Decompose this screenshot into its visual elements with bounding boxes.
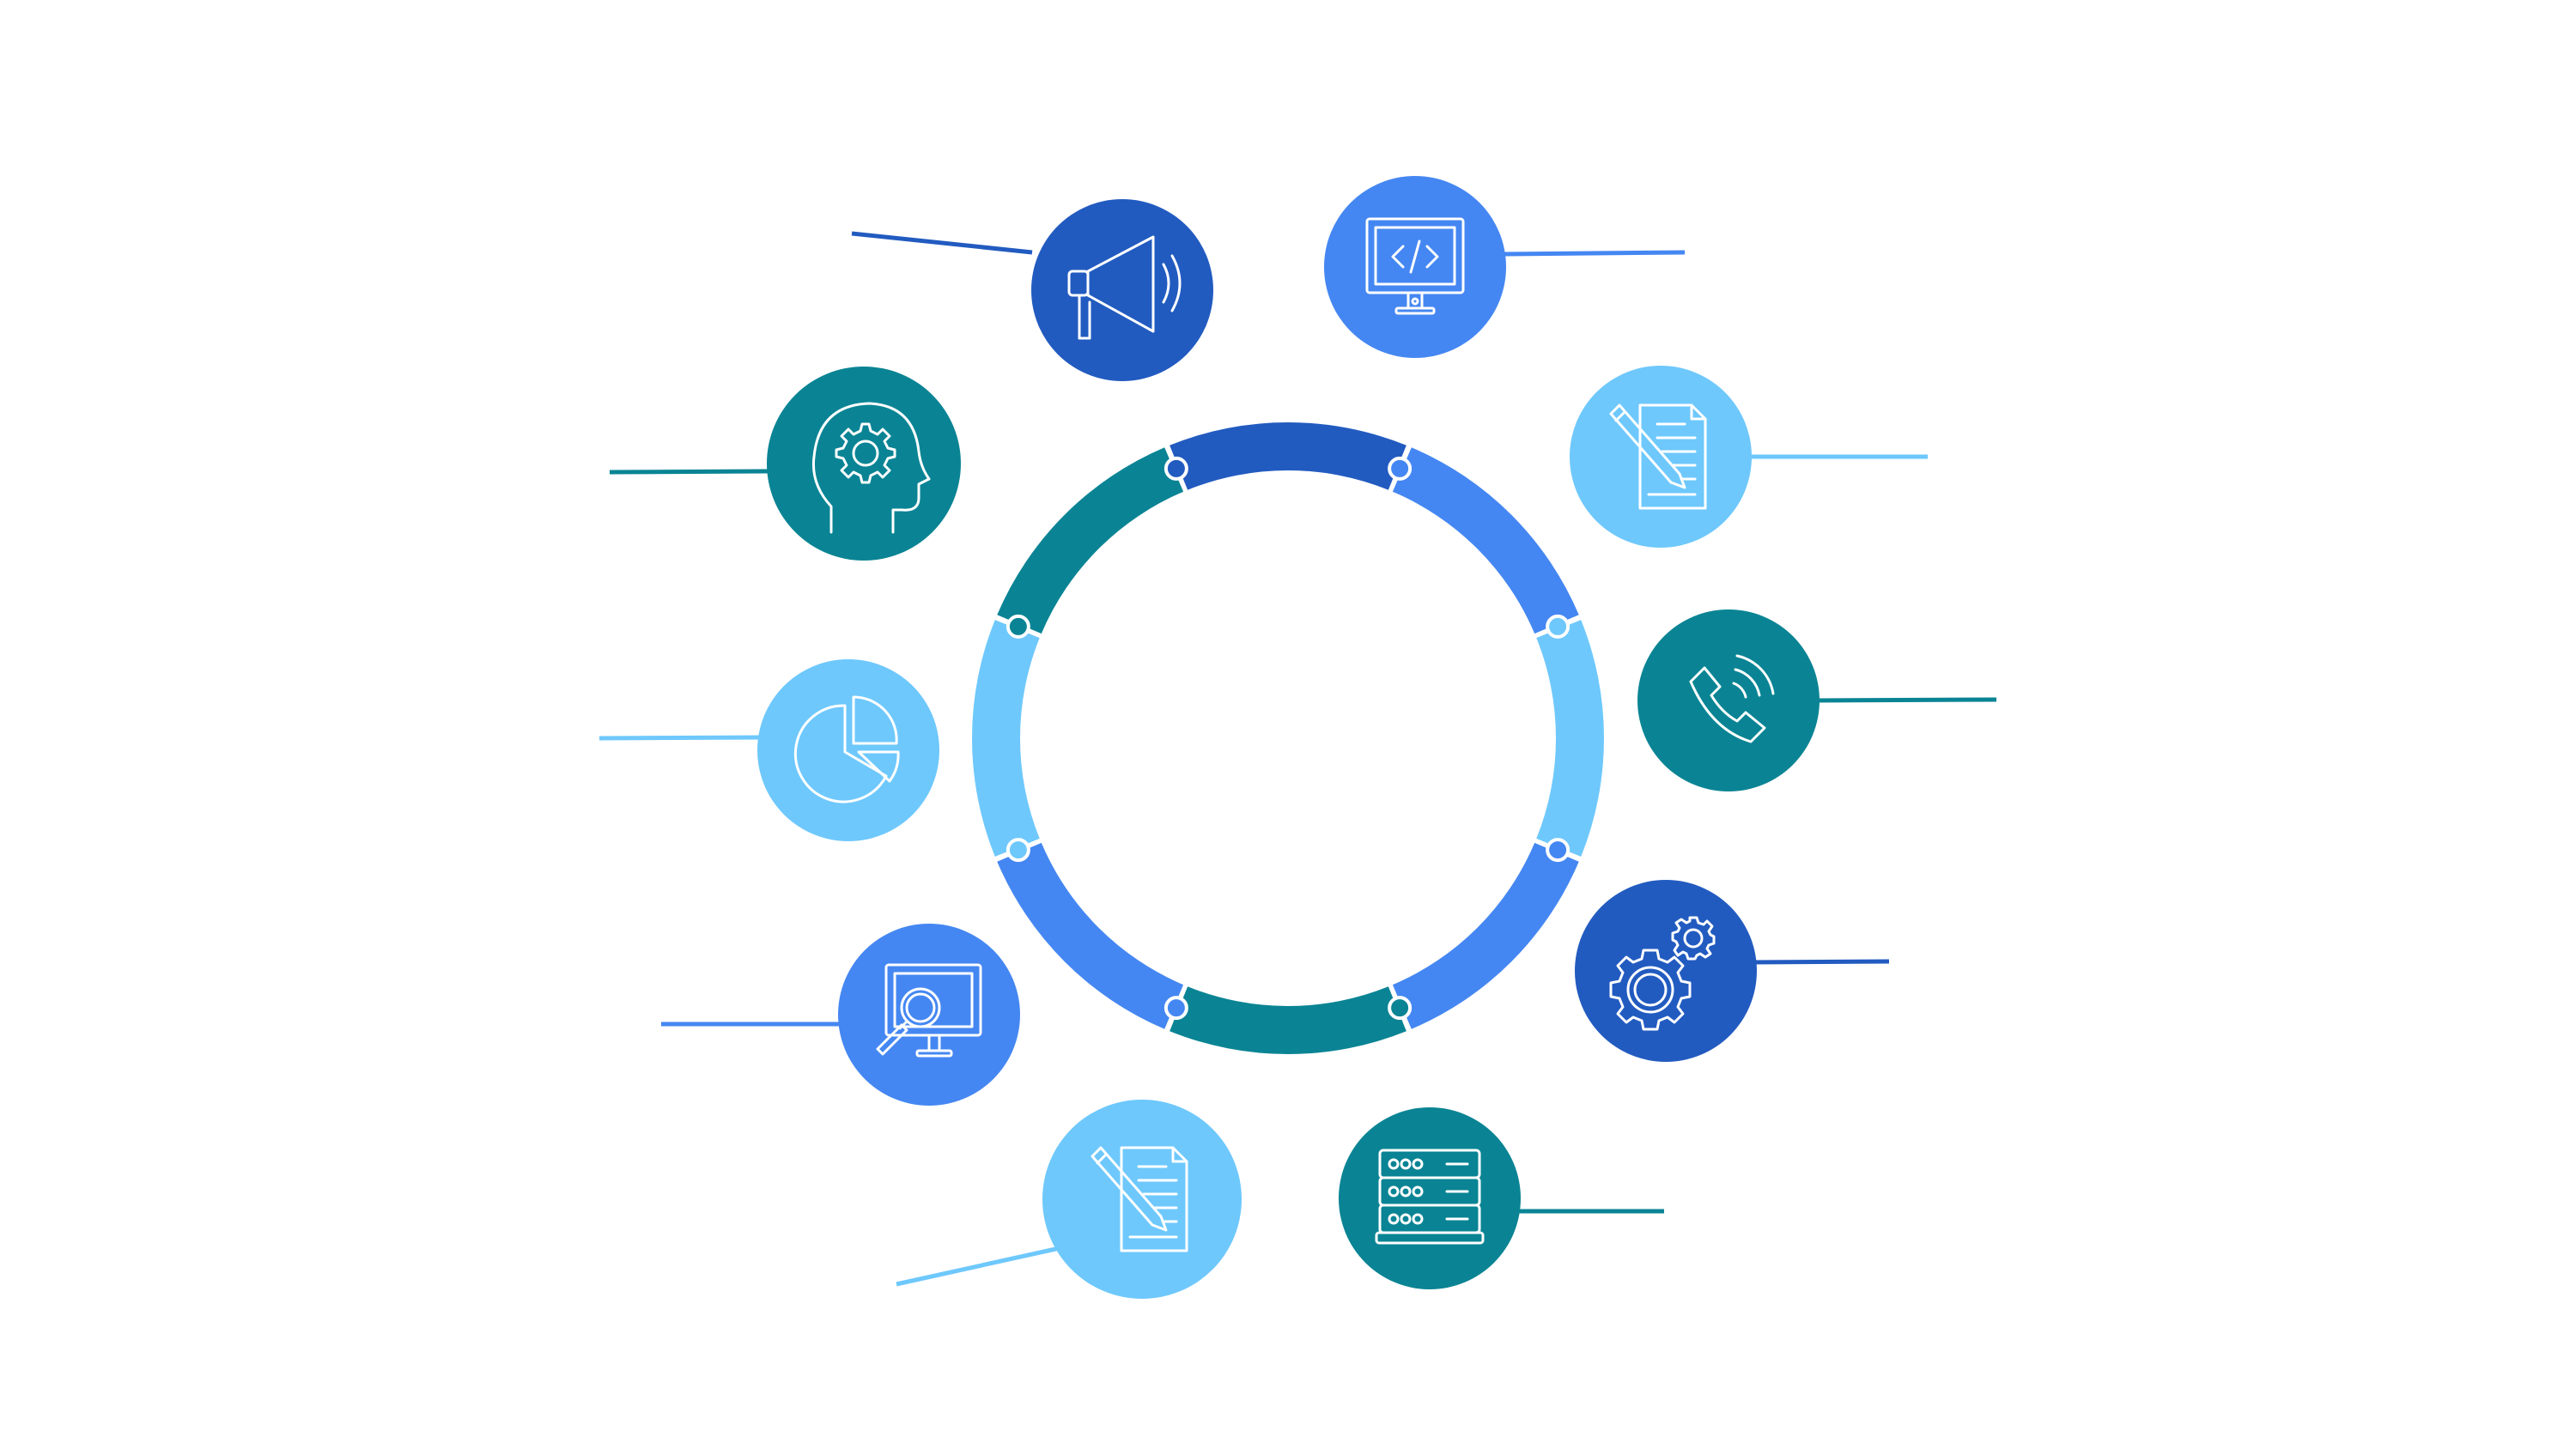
- connector-settings: [1751, 959, 1890, 965]
- puzzle-joint: [1005, 838, 1030, 863]
- segment-bottom: [1170, 986, 1406, 1054]
- node-marketing: [1031, 199, 1213, 381]
- node-writing-right: [1570, 366, 1752, 548]
- connector-lines: [598, 231, 1997, 1287]
- phone-call-icon: [1689, 654, 1775, 743]
- icon-nodes: [757, 176, 1820, 1299]
- puzzle-ring: [972, 421, 1604, 1054]
- segment-right: [1536, 620, 1604, 857]
- connector-marketing: [851, 231, 1033, 255]
- segment-lower-right: [1392, 842, 1579, 1029]
- monitor-search-icon: [876, 963, 982, 1058]
- node-thinking: [767, 367, 961, 561]
- segment-upper-right: [1392, 447, 1579, 634]
- puzzle-joint: [1005, 614, 1030, 639]
- node-analytics: [757, 659, 939, 841]
- connector-writing-left: [896, 1246, 1060, 1287]
- code-monitor-icon: [1365, 217, 1465, 315]
- node-support: [1637, 609, 1820, 791]
- segment-upper-left: [997, 447, 1184, 634]
- puzzle-joint: [1388, 456, 1413, 481]
- node-development: [1324, 176, 1506, 358]
- segment-left: [972, 620, 1040, 857]
- node-server: [1339, 1107, 1521, 1289]
- connector-thinking: [609, 469, 774, 475]
- megaphone-icon: [1067, 235, 1182, 340]
- node-search: [838, 924, 1020, 1106]
- segment-top: [1170, 421, 1406, 490]
- connector-development: [1504, 250, 1686, 257]
- node-writing-left: [1042, 1100, 1242, 1299]
- gears-icon: [1609, 916, 1716, 1031]
- head-gear-icon: [811, 402, 931, 534]
- puzzle-joint: [1546, 614, 1571, 639]
- segment-lower-left: [997, 842, 1184, 1029]
- node-settings: [1575, 880, 1757, 1062]
- server-icon: [1375, 1149, 1485, 1245]
- puzzle-joint: [1163, 996, 1188, 1021]
- document-pencil-icon: [1609, 403, 1707, 510]
- puzzle-joint: [1163, 456, 1188, 481]
- puzzle-joint: [1388, 996, 1413, 1021]
- connector-analytics: [598, 735, 763, 741]
- pie-chart-icon: [793, 695, 900, 803]
- document-pencil-icon: [1091, 1146, 1188, 1252]
- puzzle-joint: [1546, 838, 1571, 863]
